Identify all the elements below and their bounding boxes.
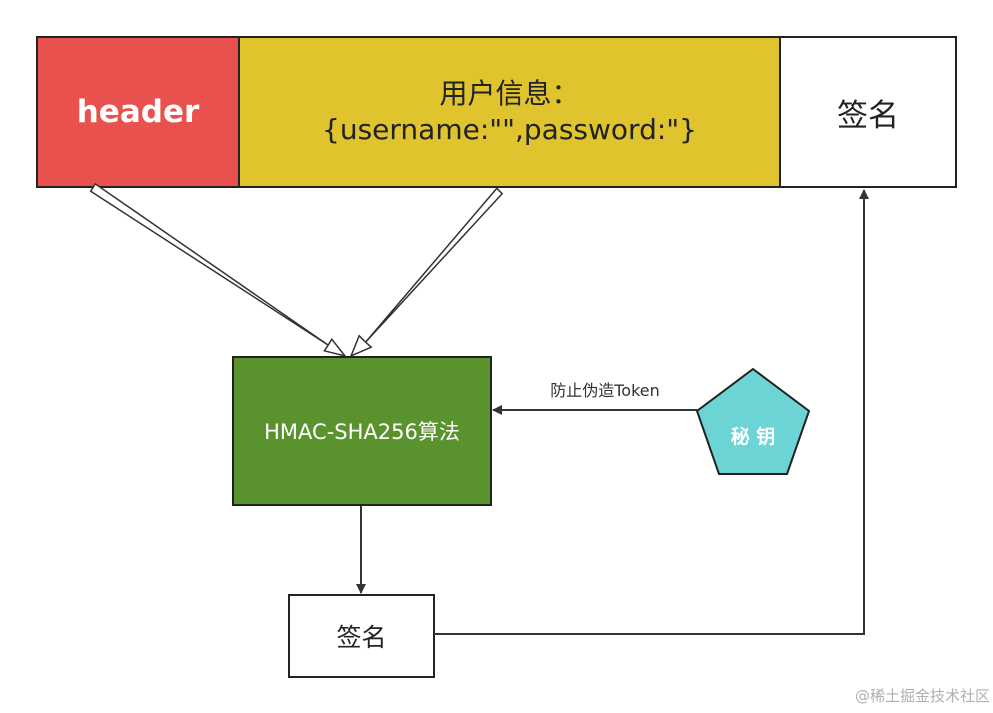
arrow-signature-to-top-signature [434, 189, 869, 635]
payload-content: {username:"",password:"} [322, 113, 697, 146]
signature-top-box [779, 36, 957, 188]
secret-key-label: 秘 钥 [697, 400, 809, 470]
payload-box [238, 36, 781, 188]
hollow-arrow-header-to-algorithm [89, 182, 347, 358]
edge-label-text: 防止伪造Token [550, 381, 660, 400]
signature-bottom-text: 签名 [336, 623, 387, 652]
payload-title: 用户信息： [439, 77, 580, 110]
signature-top-label: 签名 [780, 37, 956, 187]
algorithm-label: HMAC-SHA256算法 [233, 357, 491, 505]
watermark: @稀土掘金技术社区 [790, 680, 990, 710]
edge-label-prevent-forgery: 防止伪造Token [520, 376, 690, 402]
header-box [36, 36, 240, 188]
payload-label: 用户信息： {username:"",password:"} [239, 37, 780, 187]
algorithm-text: HMAC-SHA256算法 [264, 420, 460, 444]
secret-key-pentagon [695, 367, 811, 475]
algorithm-box [232, 356, 492, 506]
header-label: header [37, 37, 239, 187]
signature-bottom-box [288, 594, 435, 678]
signature-bottom-label: 签名 [289, 595, 434, 677]
hollow-arrow-payload-to-algorithm [349, 187, 504, 358]
watermark-text: @稀土掘金技术社区 [854, 686, 990, 705]
header-text: header [76, 94, 200, 130]
signature-top-text: 签名 [837, 97, 899, 134]
secret-key-text: 秘 钥 [730, 425, 776, 448]
